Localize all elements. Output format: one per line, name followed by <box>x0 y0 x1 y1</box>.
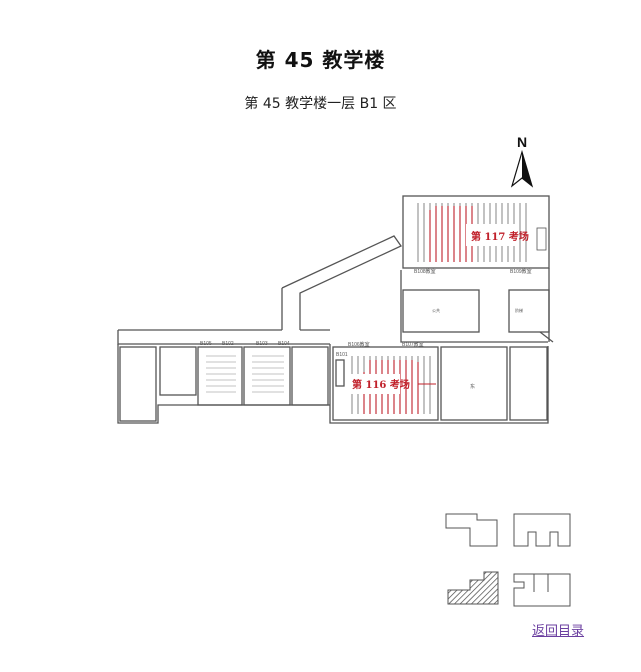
key-map-thumbnail-2 <box>513 513 571 547</box>
key-map-thumbnail-1 <box>445 513 498 547</box>
back-to-contents-link[interactable]: 返回目录 <box>532 624 585 639</box>
room-tag-east: 东 <box>470 383 475 390</box>
exam-room-116-label: 第 116 考场 <box>352 378 410 391</box>
room-tag-b102: B102 <box>222 341 234 347</box>
key-map-thumbnail-4 <box>513 573 571 607</box>
north-compass: N <box>510 134 534 188</box>
room-tag-side-b: 阶梯 <box>515 307 523 313</box>
corridor-wing <box>281 235 402 330</box>
room-tag-b106: B106教室 <box>348 341 370 348</box>
key-map-thumbnail-3 <box>447 571 499 605</box>
room-tag-side-a: 公共 <box>432 307 440 313</box>
hall-117-exam-rows <box>429 206 473 262</box>
room-tag-b103: B103 <box>256 341 268 347</box>
left-block <box>117 344 330 424</box>
page-title: 第 45 教学楼 <box>255 48 386 72</box>
room-tag-b104: B104 <box>278 341 290 347</box>
compass-label: N <box>517 134 527 150</box>
hall-117 <box>402 195 550 269</box>
room-tag-b109: B109教室 <box>510 268 532 275</box>
room-tag-b107: B107教室 <box>402 341 424 348</box>
mid-rooms <box>400 268 554 343</box>
exam-room-117-label: 第 117 考场 <box>471 230 529 243</box>
room-tag-b101: B101 <box>336 352 348 358</box>
floor-subtitle: 第 45 教学楼一层 B1 区 <box>244 96 397 112</box>
room-tag-b108: B108教室 <box>414 268 436 275</box>
hall-116 <box>329 346 549 424</box>
room-tag-b105: B105 <box>200 341 212 347</box>
left-block-seats <box>206 355 284 393</box>
